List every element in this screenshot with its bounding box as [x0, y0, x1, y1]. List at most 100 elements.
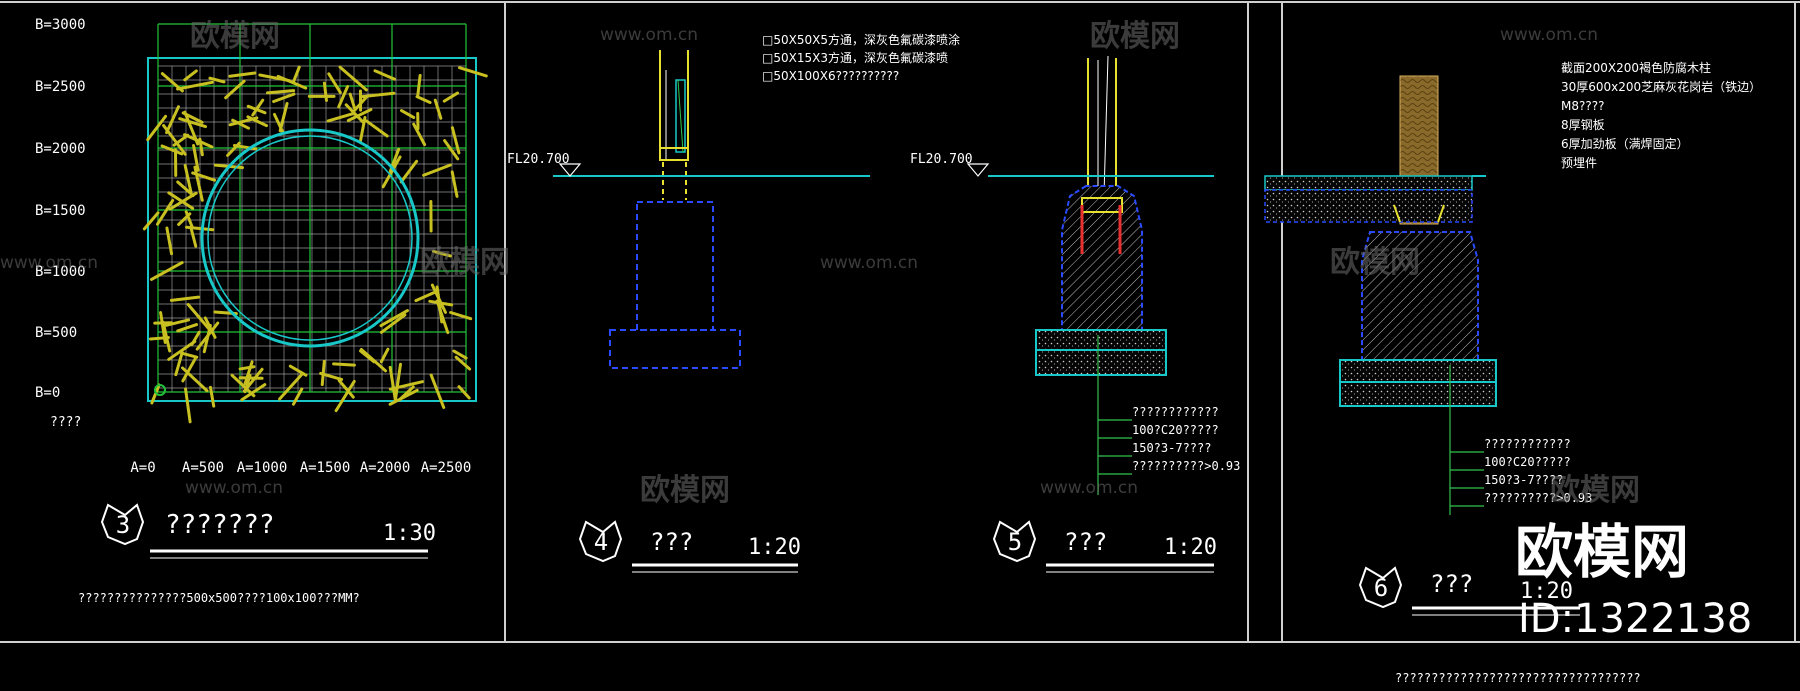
paving-stone-joint	[322, 81, 328, 102]
paving-stone-joint	[265, 89, 296, 95]
a-axis-label: A=1500	[300, 460, 351, 476]
paving-stone-joint	[414, 289, 439, 303]
paving-stone-joint	[373, 69, 396, 81]
panel-4-section: FL20.700 □50X50X5方通，深灰色氟碳漆喷涂□50X15X3方通，深…	[507, 32, 960, 573]
watermark-url: www.om.cn	[1040, 478, 1138, 498]
paving-stone-joint	[176, 80, 214, 91]
elevation-label: FL20.700	[507, 152, 570, 167]
paving-stone-joint	[181, 111, 204, 124]
layer-labels: ????????????100?C20?????150?3-7?????????…	[1098, 405, 1240, 475]
detail-scale: 1:20	[748, 535, 801, 560]
detail-number-badge-icon	[100, 503, 145, 546]
detail-scale: 1:20	[1520, 579, 1573, 604]
material-note: □50X15X3方通，深灰色氟碳漆喷	[762, 50, 948, 65]
paving-stone-joint	[149, 261, 184, 281]
paving-stone-joint	[332, 362, 356, 367]
paving-stone-joint	[291, 65, 301, 84]
paving-stone-joint	[435, 299, 450, 335]
detail-title: ???	[1064, 528, 1107, 556]
paving-stone-joint	[346, 108, 373, 122]
paving-stone-joint	[160, 72, 184, 93]
paving-stone-joint	[398, 385, 415, 402]
paving-stone-joint	[180, 351, 199, 359]
granite-paving	[1264, 175, 1473, 191]
material-note: □50X100X6??????????	[762, 69, 899, 83]
watermark-url: www.om.cn	[185, 478, 283, 498]
profile-hatch	[677, 79, 684, 153]
footing-base	[609, 329, 741, 369]
paving-stone-joint	[150, 383, 161, 405]
paving-stone-joint	[415, 95, 432, 104]
a-axis-label: A=1000	[237, 460, 288, 476]
detail-number: 3	[116, 511, 130, 539]
layer-label: ????????????	[1484, 437, 1571, 451]
paving-stone-joint	[364, 119, 389, 138]
watermark-brand: 欧模网	[1550, 473, 1640, 508]
paving-stone-joint	[337, 85, 350, 109]
paving-stone-joint	[337, 379, 355, 399]
stiffener-right	[1437, 204, 1445, 223]
paving-stone-joint	[230, 373, 256, 398]
elevation-marker-icon	[558, 163, 582, 177]
paving-stone-joint	[278, 101, 289, 133]
paving-stone-joint	[251, 98, 265, 117]
layer-label: ????????????	[1132, 405, 1219, 419]
paving-stone-joint	[278, 371, 305, 401]
paving-stone-joint	[429, 373, 446, 410]
a-axis-label: A=500	[182, 460, 224, 476]
layer-labels: ????????????100?C20?????150?3-7?????????…	[1450, 437, 1592, 507]
material-note: 8厚钢板	[1561, 118, 1605, 132]
paving-stone-joint	[450, 170, 459, 198]
plan-grid	[157, 23, 467, 393]
b-axis-label: B=500	[35, 325, 77, 341]
b-axis-label: B=2000	[35, 141, 86, 157]
detail-number: 4	[594, 528, 608, 556]
b-axis-label: B=1000	[35, 264, 86, 280]
paving-stone-joint	[172, 133, 190, 147]
layer-label: 150?3-7????	[1484, 473, 1563, 487]
paving-stone-joint	[422, 163, 452, 177]
paving-stone-joint	[183, 133, 214, 149]
elevation-marker-icon	[966, 163, 990, 177]
paving-stone-joint	[353, 95, 368, 112]
detail-number: 5	[1008, 528, 1022, 556]
paving-stone-joint	[181, 357, 197, 383]
paving-stone-joint	[344, 103, 365, 124]
bedding-layer	[1264, 189, 1473, 223]
paving-stone-joint	[238, 365, 256, 371]
a-axis-label: A=0	[130, 460, 155, 476]
paving-stone-joint	[450, 126, 461, 155]
paving-stone-joint	[327, 72, 342, 94]
detail-title: ???	[1430, 570, 1473, 598]
steel-profile	[675, 79, 686, 153]
paving-stone-joint	[348, 92, 357, 112]
paving-stone-joint	[272, 92, 296, 104]
paving-stone-joint	[228, 71, 257, 78]
gravel-layer	[1339, 381, 1497, 407]
paving-stone-joint	[192, 144, 200, 172]
layer-label: 100?C20?????	[1484, 455, 1571, 469]
paving-stone-joint	[379, 309, 409, 328]
pit-outer-frame	[147, 57, 477, 402]
tree-ring-inner	[207, 135, 413, 341]
paving-stone-joint	[240, 383, 267, 402]
paving-stone-joint	[189, 226, 198, 248]
paving-stone-joint	[231, 118, 250, 130]
paving-stone-joint	[186, 303, 213, 333]
paving-stone-joint	[243, 360, 254, 386]
paving-stone-joint	[160, 144, 184, 156]
detail-title: ???????	[165, 510, 275, 540]
watermark-id: ID:1322138	[1518, 596, 1752, 642]
paving-stone-joint	[291, 387, 304, 406]
footing-pier	[636, 201, 714, 331]
paving-stone-joint	[334, 379, 356, 413]
watermark-url: www.om.cn	[820, 253, 918, 273]
paving-stone-joint	[193, 165, 204, 202]
paving-stone-joint	[184, 210, 194, 229]
paving-stone-joint	[457, 385, 471, 400]
paving-stone-joint	[183, 69, 198, 82]
detail-number: 6	[1374, 574, 1388, 602]
